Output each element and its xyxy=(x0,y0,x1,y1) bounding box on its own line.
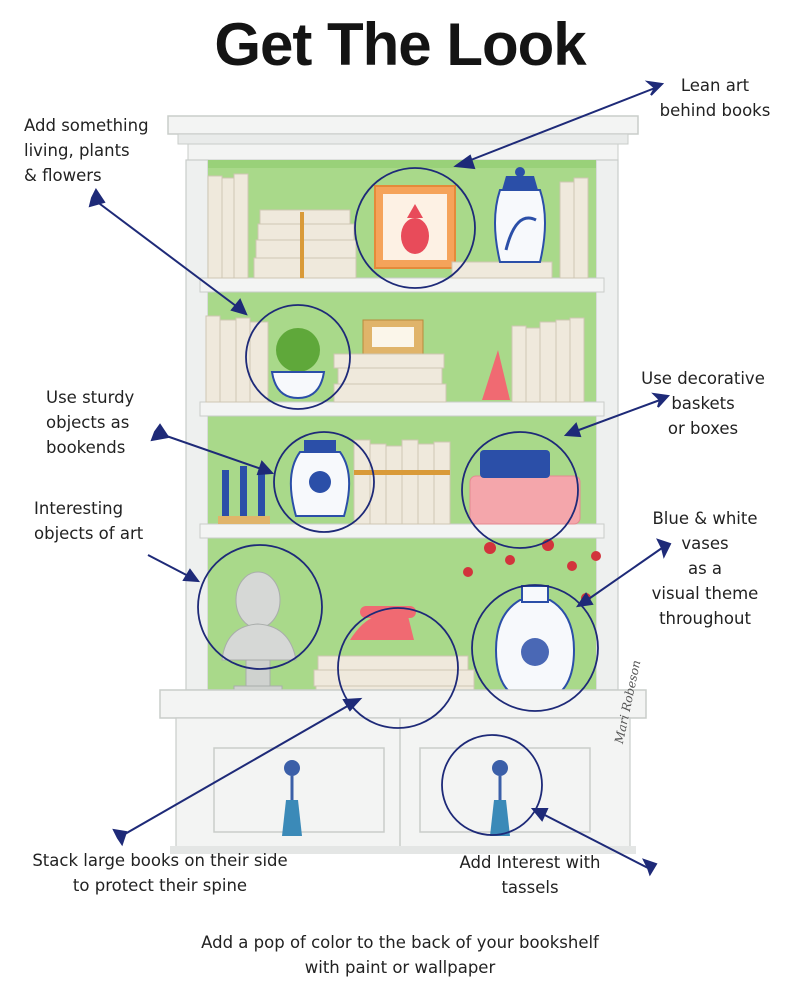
tip-stack-books: Stack large books on their side to prote… xyxy=(32,851,288,895)
books-left-shelf1 xyxy=(207,173,357,279)
blue-white-vase-flowers xyxy=(463,539,601,701)
ginger-jar-shelf3 xyxy=(289,440,351,517)
ginger-jar-shelf1 xyxy=(494,167,546,263)
tip-blue-white-vases: Blue & white vases as a visual theme thr… xyxy=(651,509,759,628)
circle-art xyxy=(197,544,323,670)
crown-molding xyxy=(167,115,639,161)
arrow-bookends xyxy=(150,423,275,476)
circle-tassel xyxy=(441,734,543,836)
boxes xyxy=(469,450,581,525)
footer-tip: Add a pop of color to the back of your b… xyxy=(201,933,599,977)
arrow-vase xyxy=(575,538,672,608)
arrow-art xyxy=(147,554,201,583)
lower-cabinet xyxy=(159,689,647,854)
circle-lean-art xyxy=(354,167,476,289)
books-left-shelf2 xyxy=(205,315,269,403)
tassel-right xyxy=(490,760,510,836)
left-pilaster xyxy=(185,159,209,691)
plant-bowl xyxy=(270,328,326,400)
books-right-shelf2 xyxy=(482,317,585,403)
circle-living xyxy=(245,304,351,410)
tip-decorative-baskets: Use decorative baskets or boxes xyxy=(641,369,765,438)
shelves xyxy=(199,277,605,539)
upright-books-shelf3 xyxy=(353,439,451,525)
page-title: Get The Look xyxy=(214,11,586,78)
arrow-living xyxy=(88,188,248,316)
tip-sturdy-objects: Use sturdy objects as bookends xyxy=(46,388,135,457)
circle-stack-books xyxy=(337,607,459,729)
arrow-lean-art xyxy=(453,80,665,170)
circle-bookends xyxy=(273,431,375,533)
tassel-left xyxy=(282,760,302,836)
callout-circles xyxy=(197,167,599,836)
arrow-tassel xyxy=(530,808,658,877)
arrow-boxes xyxy=(563,392,671,438)
arrow-stack-books xyxy=(112,697,363,847)
tip-objects-of-art: Interesting objects of art xyxy=(34,499,144,543)
clock-books-stack xyxy=(333,319,447,403)
circle-vase xyxy=(471,584,599,712)
candlesticks xyxy=(218,466,270,524)
tip-tassels: Add Interest with tassels xyxy=(459,853,601,897)
tip-lean-art: Lean art behind books xyxy=(659,76,771,120)
callout-arrows xyxy=(88,80,672,877)
pineapple-art-frame xyxy=(374,185,456,269)
circle-boxes xyxy=(461,431,579,549)
tip-add-living: Add something living, plants & flowers xyxy=(24,116,149,185)
books-right-shelf1 xyxy=(451,177,589,279)
right-pilaster xyxy=(595,159,619,691)
